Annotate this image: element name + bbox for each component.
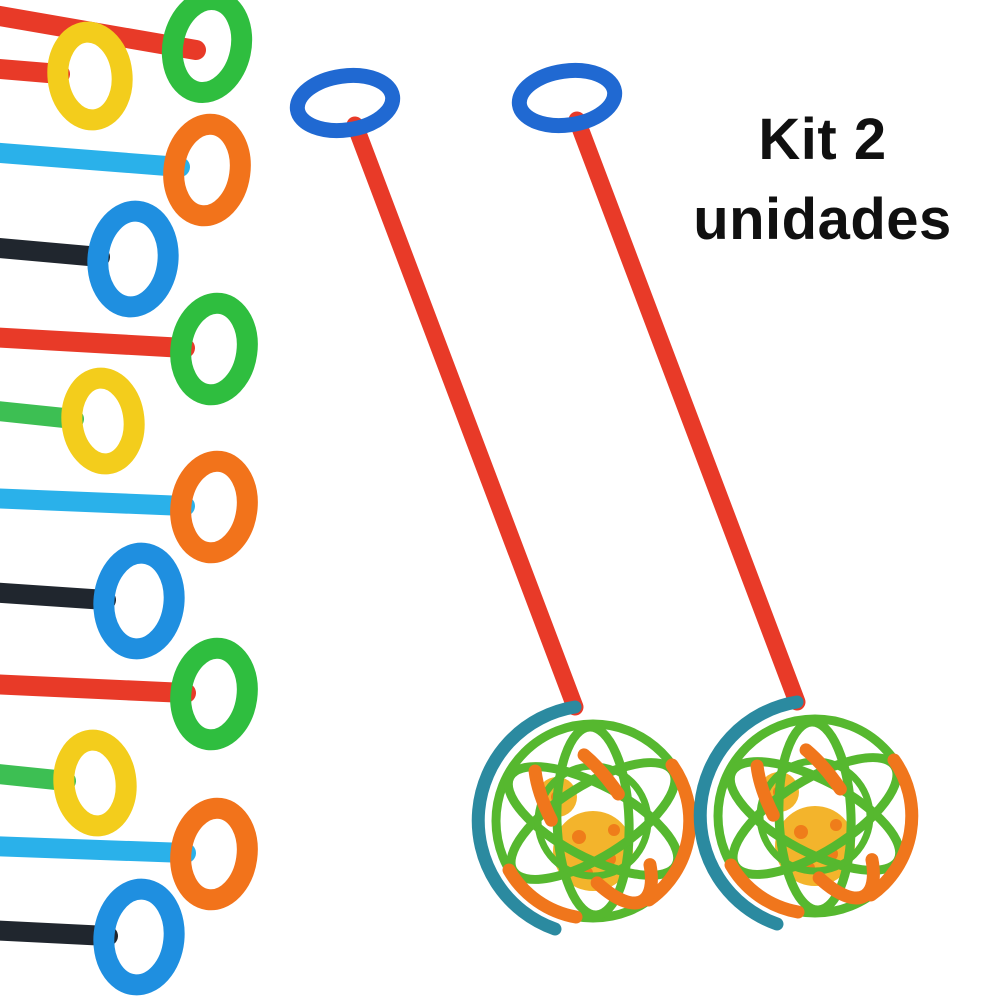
toy-stick	[0, 836, 196, 863]
toy-handle-loop	[163, 113, 251, 227]
toy-handle-loop	[93, 878, 185, 996]
toy-handle-loop	[170, 797, 258, 911]
kit-label-line1: Kit 2	[758, 107, 887, 172]
toy-stick	[0, 674, 196, 703]
toy-stick	[0, 238, 110, 267]
toy-handle-loop	[53, 729, 137, 837]
toy-stack-left	[0, 0, 258, 996]
toy-stick	[0, 327, 195, 358]
toy-handle-loop	[170, 292, 258, 406]
toy-stick	[0, 488, 195, 516]
toy-handle-loop	[170, 637, 258, 751]
toy-stick	[0, 401, 84, 429]
toy-handle-loop	[47, 21, 133, 131]
toy-handle-loop	[161, 0, 253, 104]
toy-stick	[0, 142, 190, 177]
toy-handle-loop	[93, 542, 185, 660]
push-toy-1	[294, 70, 693, 929]
toy-stick	[0, 920, 118, 946]
toy-handle-loop	[170, 450, 258, 564]
kit-label: Kit 2 unidades	[650, 100, 995, 260]
kit-label-line2: unidades	[693, 187, 952, 252]
toy-stick	[0, 764, 76, 791]
toy-stick	[0, 582, 116, 610]
toy-handle-loop	[61, 367, 145, 475]
toy-handle-loop	[87, 200, 179, 318]
